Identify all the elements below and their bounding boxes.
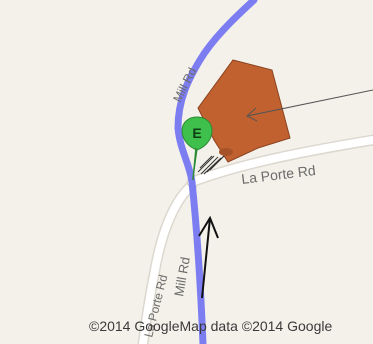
street-label-mill-rd-south: Mill Rd <box>171 256 193 298</box>
parcel-spot <box>219 148 233 156</box>
north-arrow <box>198 215 219 299</box>
land-parcel <box>197 59 291 163</box>
parcel-hatch <box>197 153 227 175</box>
mill-rd-route <box>174 0 258 344</box>
la-porte-rd-road <box>137 134 373 344</box>
map-pin-icon[interactable]: E <box>181 116 213 181</box>
copyright-notice: ©2014 GoogleMap data ©2014 Google <box>89 318 333 334</box>
marker-letter: E <box>192 125 201 141</box>
parcel-arrow <box>246 89 373 122</box>
